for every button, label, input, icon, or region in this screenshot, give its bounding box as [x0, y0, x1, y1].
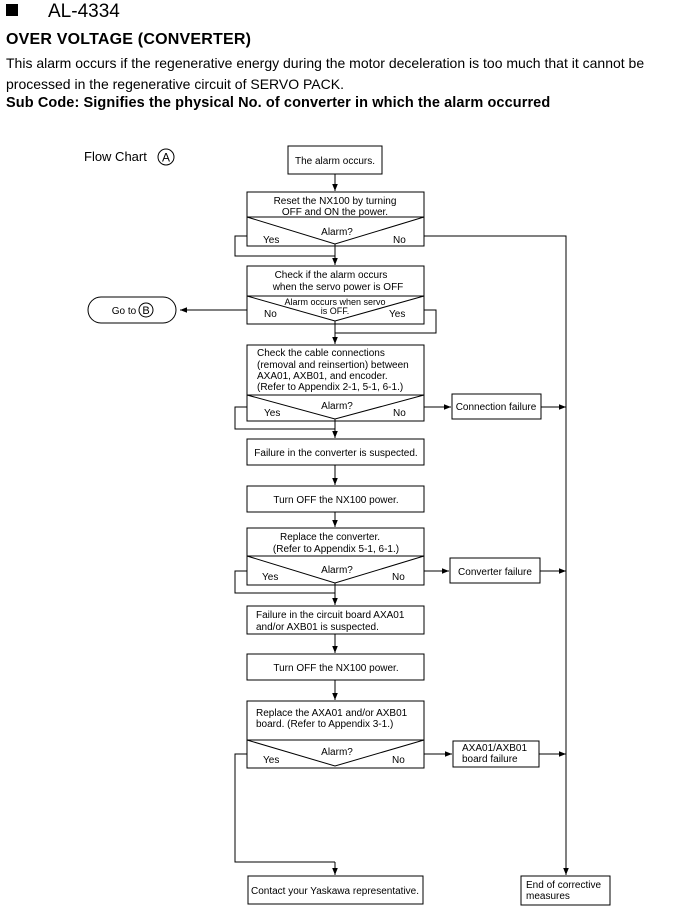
reset-decision-box [246, 216, 425, 247]
reset-line-1: Reset the NX100 by turning [274, 196, 397, 207]
decision-no: No [392, 755, 405, 766]
contact-box [247, 875, 424, 905]
decision-alarm: Alarm? [321, 565, 353, 576]
decision-no: No [264, 309, 277, 320]
check-cable-line-2: (removal and reinsertion) between [257, 360, 409, 371]
reset-line-2: OFF and ON the power. [282, 207, 388, 218]
connection-failure-box [451, 393, 542, 420]
decision-yes: Yes [263, 755, 279, 766]
check-servo-line-2: when the servo power is OFF [272, 282, 404, 293]
decision-yes: Yes [263, 235, 279, 246]
alarm-code: AL-4334 [48, 1, 120, 22]
decision-alarm: Alarm? [321, 747, 353, 758]
marker-b: B [142, 305, 149, 317]
decision-yes: Yes [389, 309, 405, 320]
yes-connector [234, 570, 335, 594]
converter-suspected-text: Failure in the converter is suspected. [254, 448, 417, 459]
decision-yes: Yes [264, 408, 280, 419]
decision-alarm: Alarm? [321, 401, 353, 412]
replace-board-line-1: Replace the AXA01 and/or AXB01 [256, 708, 408, 719]
check-cable-line-1: Check the cable connections [257, 348, 385, 359]
sub-code-note: Sub Code: Signifies the physical No. of … [6, 95, 551, 111]
check-cable-box [246, 344, 425, 396]
marker-a: A [162, 151, 170, 165]
end-line-1: End of corrective [526, 880, 601, 891]
turn-off-box-1 [246, 485, 425, 513]
board-suspected-line-1: Failure in the circuit board AXA01 [256, 610, 405, 621]
check-cable-line-3: AXA01, AXB01, and encoder. [257, 371, 388, 382]
start-box [287, 145, 383, 175]
board-suspected-box [246, 605, 425, 635]
connection-failure-text: Connection failure [456, 402, 537, 413]
end-line-2: measures [526, 891, 570, 902]
decision-servo-line-1: Alarm occurs when servo [284, 297, 385, 307]
replace-converter-line-1: Replace the converter. [280, 532, 380, 543]
alarm-title: OVER VOLTAGE (CONVERTER) [6, 31, 252, 48]
decision-shape [246, 739, 425, 767]
yes-connector [234, 406, 335, 430]
no-path-to-end [424, 235, 569, 875]
check-cable-line-4: (Refer to Appendix 2-1, 5-1, 6-1.) [257, 382, 403, 393]
converter-failure-text: Converter failure [458, 567, 532, 578]
bullet-square-icon [6, 4, 18, 16]
marker-a-circle [157, 148, 175, 166]
turn-off-text-2: Turn OFF the NX100 power. [273, 663, 398, 674]
end-box [520, 875, 611, 906]
check-servo-box [246, 265, 425, 297]
check-servo-line-1: Check if the alarm occurs [275, 270, 388, 281]
board-failure-line-1: AXA01/AXB01 [462, 743, 527, 754]
goto-text: Go to [112, 306, 137, 317]
decision-yes: Yes [262, 572, 278, 583]
board-failure-box [452, 740, 540, 768]
marker-b-circle [138, 302, 154, 318]
decision-no: No [393, 235, 406, 246]
yes-connector [335, 309, 437, 334]
replace-converter-line-2: (Refer to Appendix 5-1, 6-1.) [273, 544, 399, 555]
converter-failure-box [449, 557, 541, 584]
yes-connector [234, 753, 335, 863]
replace-board-box [246, 700, 425, 741]
converter-suspected-box [246, 438, 425, 466]
decision-servo-line-2: is OFF. [321, 306, 350, 316]
turn-off-box-2 [246, 653, 425, 681]
servo-decision-box [246, 295, 425, 325]
reset-box [246, 191, 425, 218]
replace-board-line-2: board. (Refer to Appendix 3-1.) [256, 719, 393, 730]
decision-no: No [393, 408, 406, 419]
contact-text: Contact your Yaskawa representative. [251, 886, 419, 897]
alarm-code-heading: AL-4334 [6, 1, 120, 23]
decision-no: No [392, 572, 405, 583]
board-suspected-line-2: and/or AXB01 is suspected. [256, 622, 379, 633]
turn-off-text-1: Turn OFF the NX100 power. [273, 495, 398, 506]
board-failure-line-2: board failure [462, 754, 518, 765]
flowchart-label: Flow Chart [84, 149, 147, 164]
cable-decision-box [246, 394, 425, 422]
converter-decision-box [246, 555, 425, 586]
start-text: The alarm occurs. [295, 156, 375, 167]
yes-connector [234, 235, 335, 257]
decision-alarm: Alarm? [321, 227, 353, 238]
alarm-description: This alarm occurs if the regenerative en… [6, 55, 645, 92]
replace-converter-box [246, 527, 425, 557]
goto-b-terminal [87, 296, 177, 324]
